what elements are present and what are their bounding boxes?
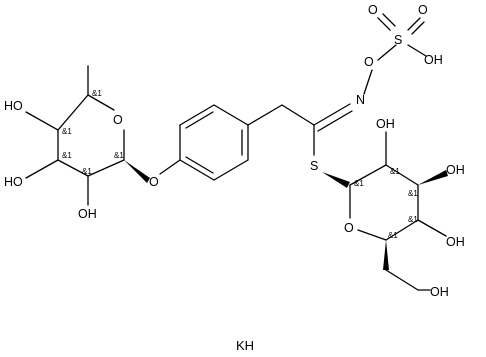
sulfate-oxime-chain [313,13,427,156]
n-oxime-label: N [356,93,365,107]
benzene-ring [159,104,315,181]
oh-glc-3-label: OH [446,235,465,249]
stereo-label-glc-c2: &1 [390,167,400,176]
stereo-label-rha-c5: &1 [92,89,102,98]
o-phenoxy-label: O [149,175,159,189]
stereo-label-rha-c4: &1 [62,127,72,136]
counterion-label: KH [236,338,254,353]
stereo-label-glc-c3: &1 [408,189,418,198]
o-sulfo-1-label: O [368,3,378,17]
stereo-label-rha-c1: &1 [114,151,124,160]
stereo-label-rha-c2: &1 [82,167,92,176]
oh-glc-2-label: OH [446,163,465,177]
glucose-ring [322,131,448,291]
oh-rha-2-label: HO [4,175,23,189]
stereo-label-glc-c5: &1 [388,231,398,240]
stereo-label-glc-c4: &1 [408,215,418,224]
o-sulfo-bridge-label: O [364,55,374,69]
oh-rha-3-label: OH [78,207,97,221]
oh-glc-1-label: OH [376,117,395,131]
oh-glc-4-label: OH [430,285,449,299]
stereo-label-rha-c3: &1 [62,151,72,160]
s-thio-label: S [310,159,318,173]
o-rha-ring-label: O [113,113,123,127]
oh-rha-1-label: HO [4,99,23,113]
o-glc-ring-label: O [344,221,354,235]
rhamnose-ring [25,65,150,206]
oh-sulfo-label: OH [424,53,443,67]
o-sulfo-2-label: O [418,3,428,17]
stereo-label-glc-c1: &1 [354,179,364,188]
s-sulfur-label: S [394,33,402,47]
